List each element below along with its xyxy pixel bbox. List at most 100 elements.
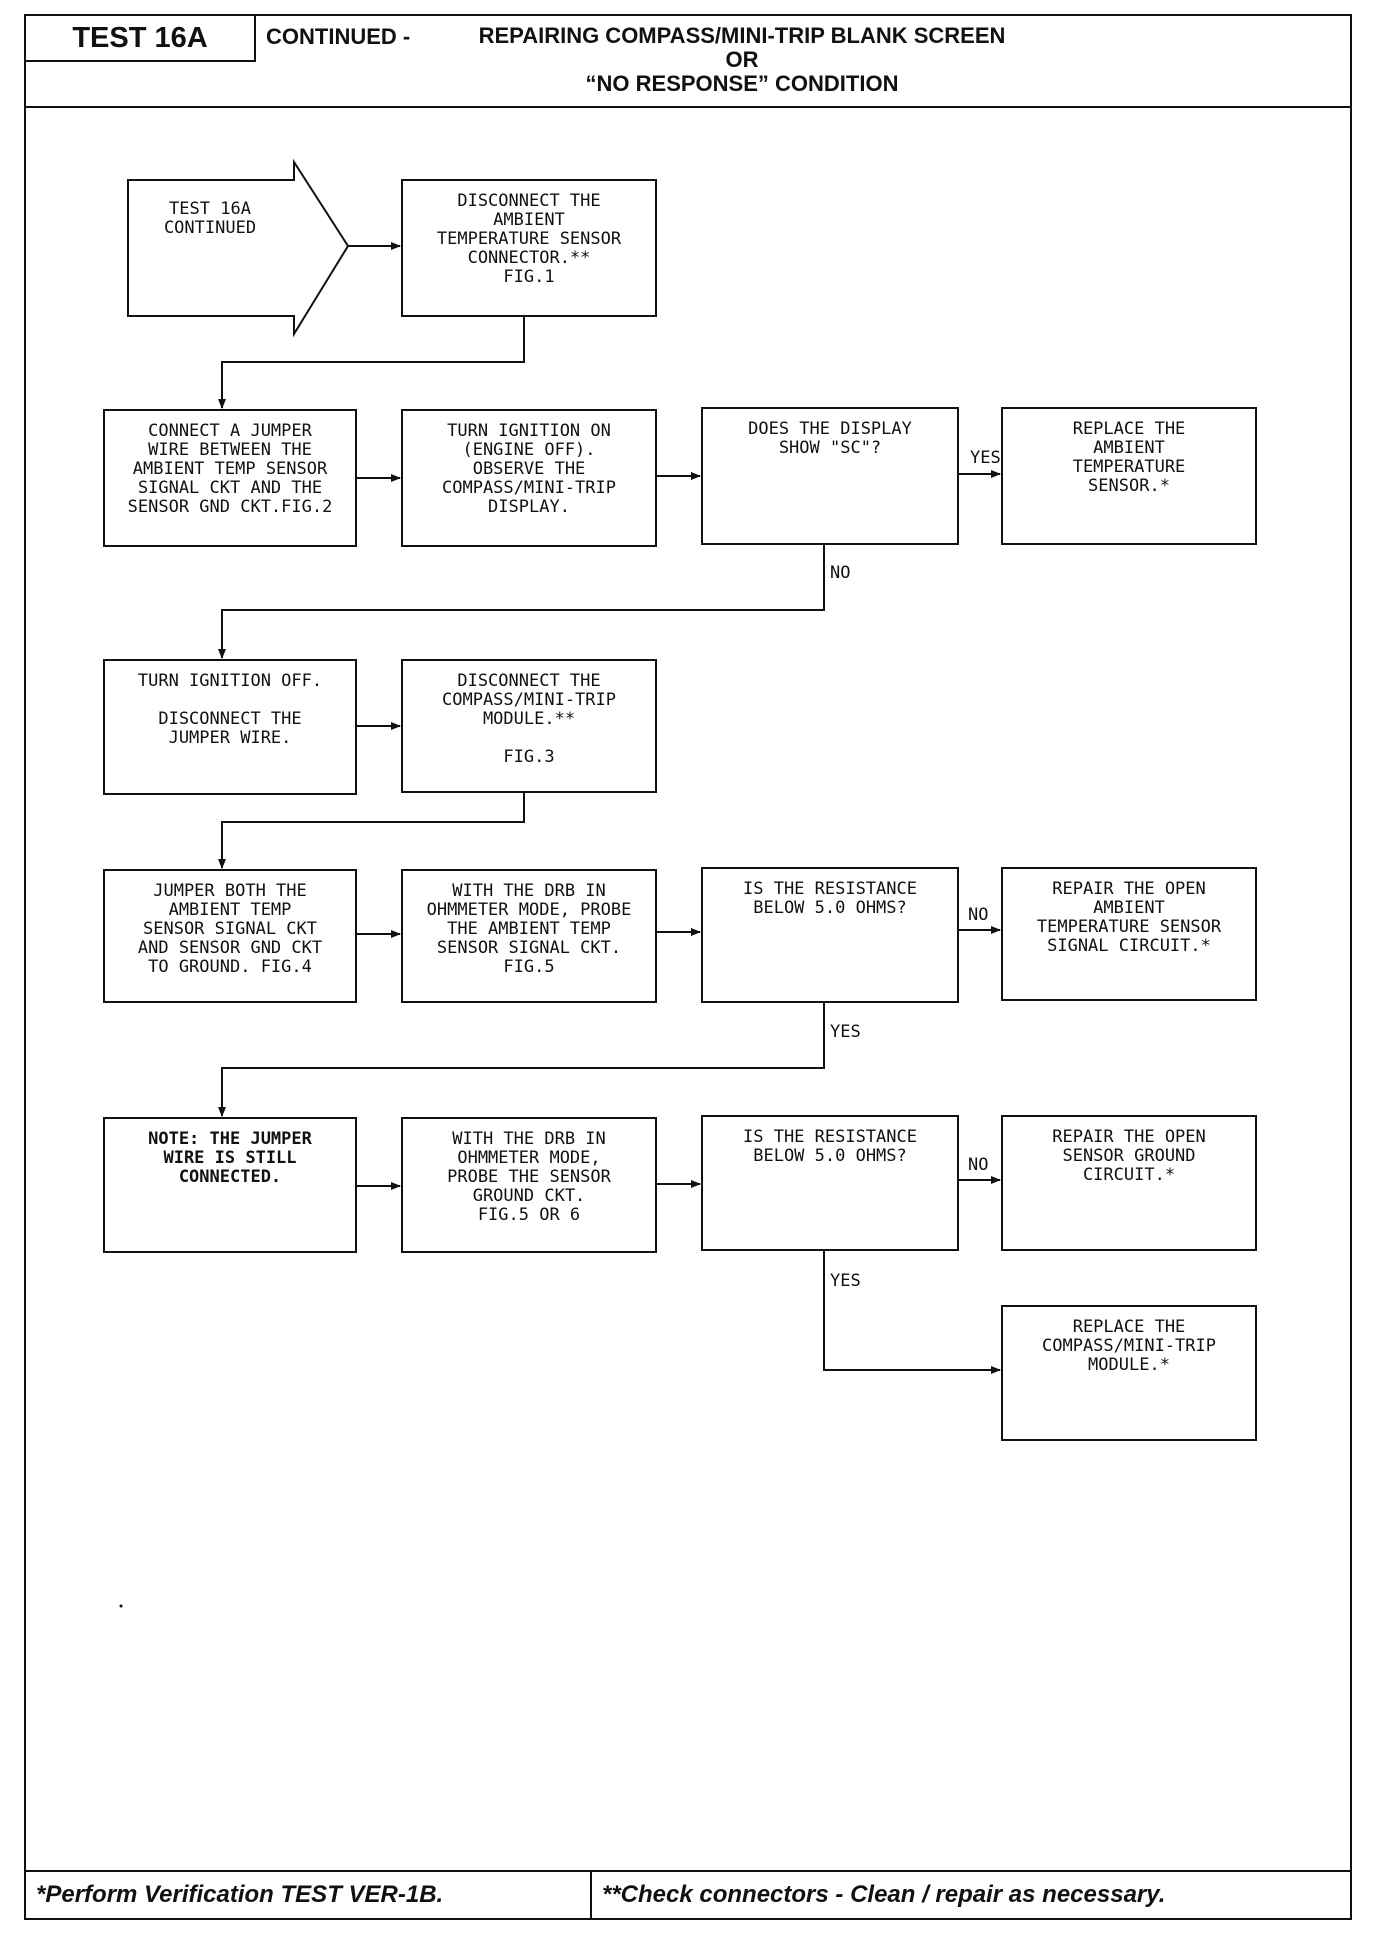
step-text-line: TURN IGNITION OFF.: [138, 671, 322, 691]
step-text-line: CIRCUIT.*: [1083, 1165, 1175, 1185]
step-text-line: DISCONNECT THE: [158, 709, 301, 729]
step-box: [1001, 407, 1257, 545]
step-text-line: COMPASS/MINI-TRIP: [442, 690, 616, 710]
step-text-line: JUMPER WIRE.: [169, 728, 292, 748]
step-box: [701, 407, 959, 545]
step-text-line: REPAIR THE OPEN: [1052, 879, 1206, 899]
test-tag: TEST 16A: [26, 16, 256, 62]
arrow-to-jumper-both: [218, 792, 525, 869]
step-text-line: AMBIENT TEMP: [169, 900, 292, 920]
step-text-line: WIRE BETWEEN THE: [148, 440, 312, 460]
step-text-line: SIGNAL CIRCUIT.*: [1047, 936, 1211, 956]
step-text-line: MODULE.*: [1088, 1355, 1170, 1375]
step-text-line: FIG.5: [503, 957, 554, 977]
step-text-line: SENSOR SIGNAL CKT.: [437, 938, 621, 958]
title-line-1: REPAIRING COMPASS/MINI-TRIP BLANK SCREEN…: [478, 23, 1006, 72]
step-text-line: DISCONNECT THE: [457, 671, 600, 691]
step-text-line: DOES THE DISPLAY: [748, 419, 912, 439]
step-box: [701, 867, 959, 1003]
header-continued: CONTINUED -: [266, 24, 411, 49]
step-text-line: CONNECTOR.**: [468, 248, 591, 268]
step-text-line: SENSOR GROUND: [1062, 1146, 1195, 1166]
step-text-line: SENSOR GND CKT.FIG.2: [128, 497, 333, 517]
label-yes-resistance-2: YES: [830, 1271, 861, 1291]
step-text-line: BELOW 5.0 OHMS?: [753, 1146, 907, 1166]
step-text-line: MODULE.**: [483, 709, 575, 729]
label-yes-resistance-1: YES: [830, 1022, 861, 1042]
arrow-yes-to-replace-module: [823, 1250, 1001, 1374]
step-text-line: TEST 16A: [169, 199, 251, 219]
step-text-line: THE AMBIENT TEMP: [447, 919, 611, 939]
label-no-resistance-2: NO: [968, 1155, 988, 1175]
step-box: [401, 869, 657, 1003]
footer-note-verification: *Perform Verification TEST VER-1B.: [26, 1872, 592, 1918]
step-text-line: AND SENSOR GND CKT: [138, 938, 322, 958]
step-box: [401, 409, 657, 547]
step-text-line: AMBIENT TEMP SENSOR: [133, 459, 328, 479]
step-text-line: CONTINUED: [164, 218, 256, 238]
step-text-line: GROUND CKT.: [473, 1186, 586, 1206]
step-box: [103, 409, 357, 547]
step-box: [1001, 1305, 1257, 1441]
step-text-line: JUMPER BOTH THE: [153, 881, 307, 901]
step-text-line: IS THE RESISTANCE: [743, 879, 917, 899]
step-text-line: AMBIENT: [493, 210, 565, 230]
footer-note-connectors: **Check connectors - Clean / repair as n…: [602, 1881, 1166, 1908]
footer: *Perform Verification TEST VER-1B. **Che…: [26, 1870, 1350, 1918]
page-title: REPAIRING COMPASS/MINI-TRIP BLANK SCREEN…: [462, 24, 1022, 96]
step-text-line: SHOW "SC"?: [779, 438, 881, 458]
step-text-line: FIG.5 OR 6: [478, 1205, 580, 1225]
step-box: [1001, 867, 1257, 1001]
step-text-line: WIRE IS STILL: [163, 1148, 296, 1168]
label-yes-display: YES: [970, 448, 1001, 468]
step-text-line: COMPASS/MINI-TRIP: [442, 478, 616, 498]
step-box: [1001, 1115, 1257, 1251]
step-text-line: REPAIR THE OPEN: [1052, 1127, 1206, 1147]
step-text-line: TO GROUND. FIG.4: [148, 957, 312, 977]
step-text-line: AMBIENT: [1093, 438, 1165, 458]
step-text-line: TURN IGNITION ON: [447, 421, 611, 441]
page-frame: TEST 16A CONTINUED - REPAIRING COMPASS/M…: [24, 14, 1352, 1920]
step-text-line: BELOW 5.0 OHMS?: [753, 898, 907, 918]
step-text-line: WITH THE DRB IN: [452, 881, 606, 901]
step-text-line: SENSOR.*: [1088, 476, 1170, 496]
step-text-line: PROBE THE SENSOR: [447, 1167, 612, 1187]
step-box: [401, 179, 657, 317]
arrow-no-to-ignition-off: [218, 544, 825, 659]
start-arrow-shape: [127, 158, 350, 338]
step-turn-ignition-on: TURN IGNITION ON(ENGINE OFF).OBSERVE THE…: [401, 409, 657, 547]
step-text-line: OBSERVE THE: [473, 459, 586, 479]
step-text-line: REPLACE THE: [1073, 419, 1186, 439]
step-box: [103, 869, 357, 1003]
step-text-line: NOTE: THE JUMPER: [148, 1129, 313, 1149]
header: TEST 16A CONTINUED - REPAIRING COMPASS/M…: [26, 16, 1350, 108]
arrow-to-connect-jumper: [218, 316, 525, 409]
step-box: [701, 1115, 959, 1251]
step-box: [103, 1117, 357, 1253]
step-text-line: SENSOR SIGNAL CKT: [143, 919, 317, 939]
step-disconnect-module: DISCONNECT THECOMPASS/MINI-TRIPMODULE.**…: [401, 659, 657, 793]
step-text-line: DISPLAY.: [488, 497, 570, 517]
title-line-2: “NO RESPONSE” CONDITION: [585, 71, 899, 96]
step-text-line: (ENGINE OFF).: [462, 440, 595, 460]
step-text-line: SIGNAL CKT AND THE: [138, 478, 322, 498]
step-text-line: FIG.3: [503, 747, 554, 767]
step-text-line: IS THE RESISTANCE: [743, 1127, 917, 1147]
step-text-line: OHMMETER MODE,: [457, 1148, 600, 1168]
step-text-line: CONNECT A JUMPER: [148, 421, 313, 441]
step-text-line: TEMPERATURE SENSOR: [1037, 917, 1222, 937]
stray-dot: [119, 1604, 123, 1608]
step-text-line: DISCONNECT THE: [457, 191, 600, 211]
